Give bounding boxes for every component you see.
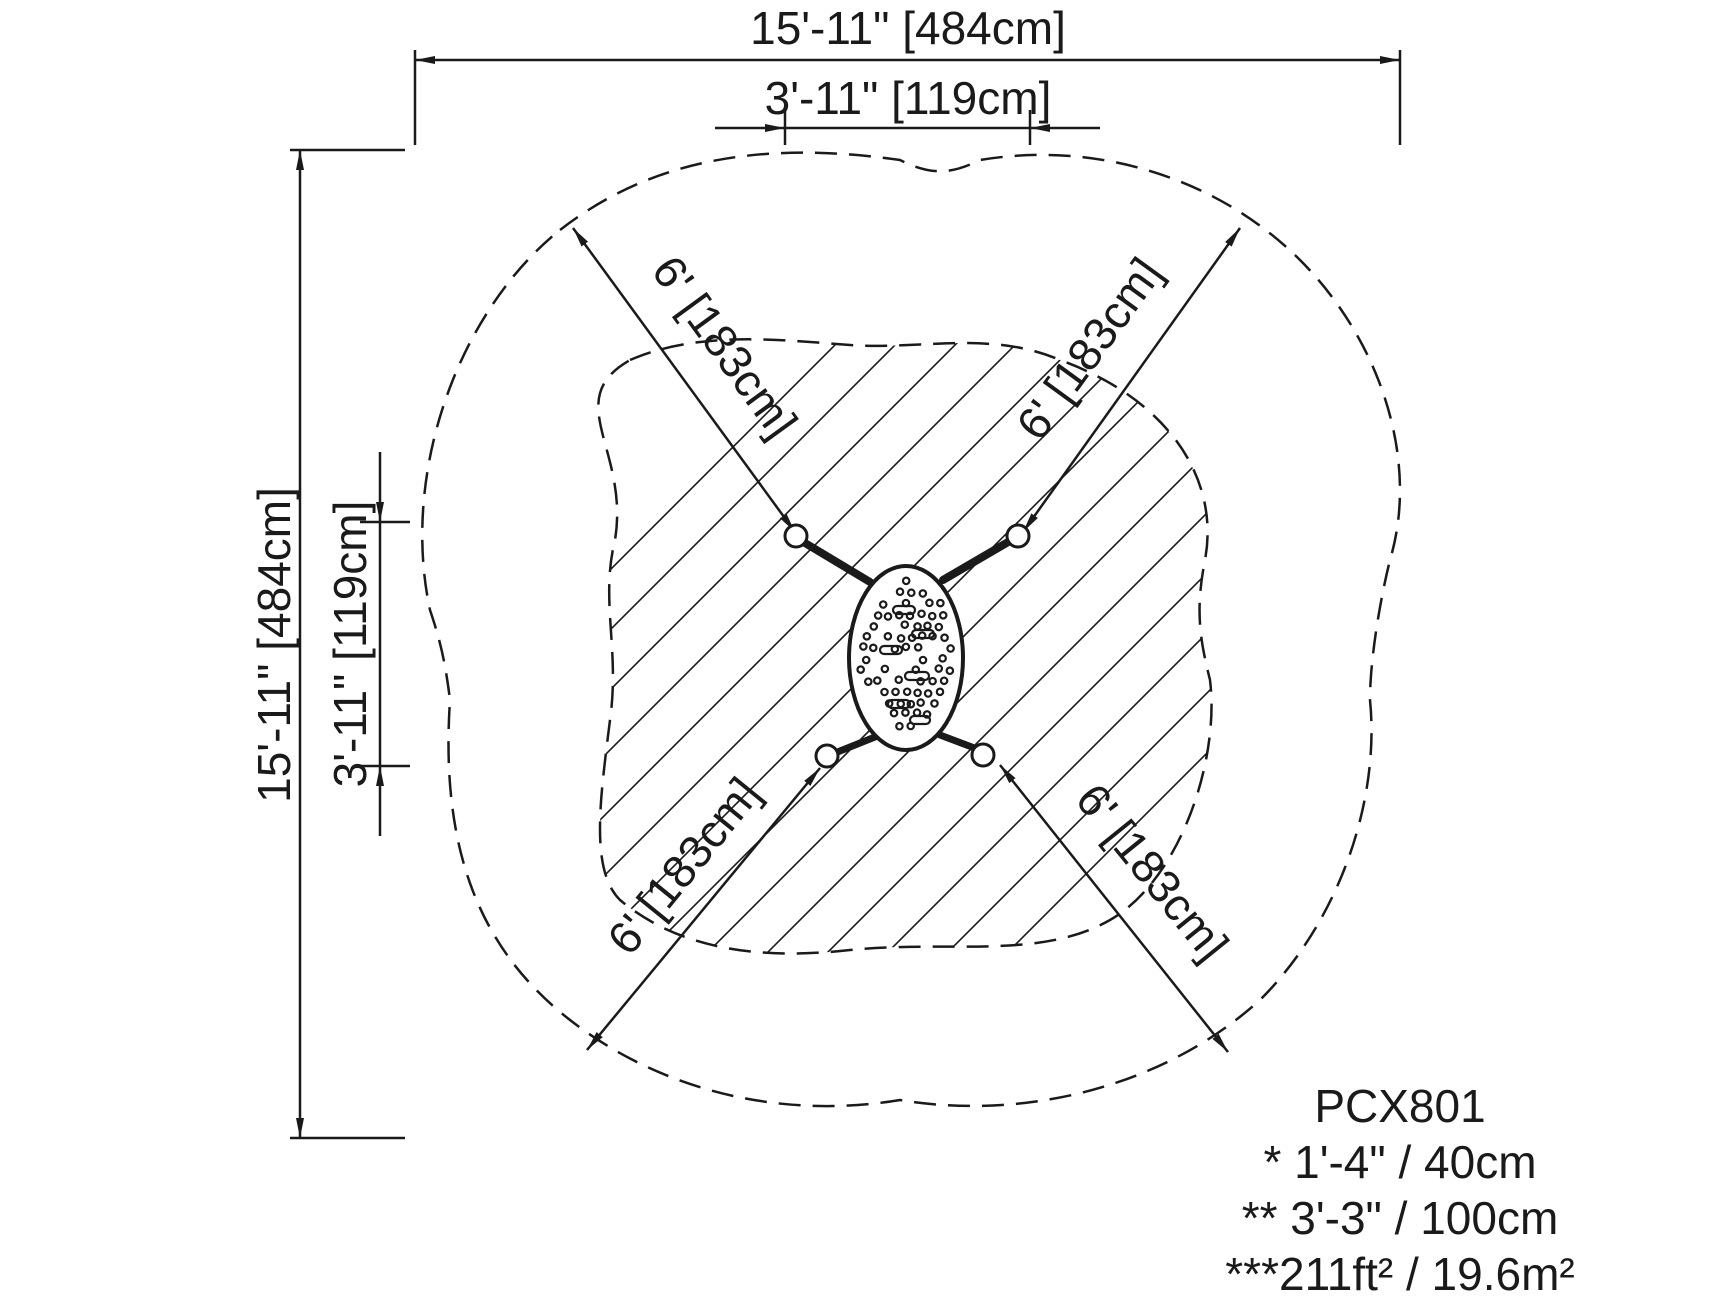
radius-top-right-label: 6' [183cm] — [1006, 248, 1172, 449]
platform-slots — [878, 604, 936, 726]
area-note: ***211ft² / 19.6m² — [1225, 1248, 1575, 1300]
overall-height-label: 15'-11" [484cm] — [248, 487, 300, 803]
overall-width-dimension — [413, 50, 1402, 145]
platform-width-dimension — [715, 110, 1100, 145]
anchor-posts — [783, 523, 1031, 769]
central-platform — [847, 564, 965, 752]
free-height-note: ** 3'-3" / 100cm — [1241, 1192, 1559, 1244]
platform-height-dimension — [360, 452, 410, 836]
post-bottom-right — [970, 742, 996, 768]
model-number: PCX801 — [1314, 1080, 1486, 1132]
radius-bottom-right-label: 6' [183cm] — [1066, 774, 1239, 971]
outer-safety-zone-outline — [421, 151, 1402, 1108]
platform-width-label: 3'-11" [119cm] — [765, 72, 1052, 124]
radius-dimension-lines — [571, 227, 1242, 1053]
post-top-left — [783, 523, 809, 549]
platform-height-label: 3'-11" [119cm] — [324, 501, 376, 788]
product-notes: PCX801 * 1'-4" / 40cm ** 3'-3" / 100cm *… — [1080, 1078, 1720, 1302]
post-top-right — [1005, 523, 1031, 549]
overall-height-dimension — [290, 148, 405, 1140]
fall-height-note: * 1'-4" / 40cm — [1263, 1136, 1537, 1188]
platform-climbing-holds — [856, 576, 955, 731]
post-bottom-left — [814, 743, 840, 769]
overall-width-label: 15'-11" [484cm] — [750, 2, 1066, 54]
